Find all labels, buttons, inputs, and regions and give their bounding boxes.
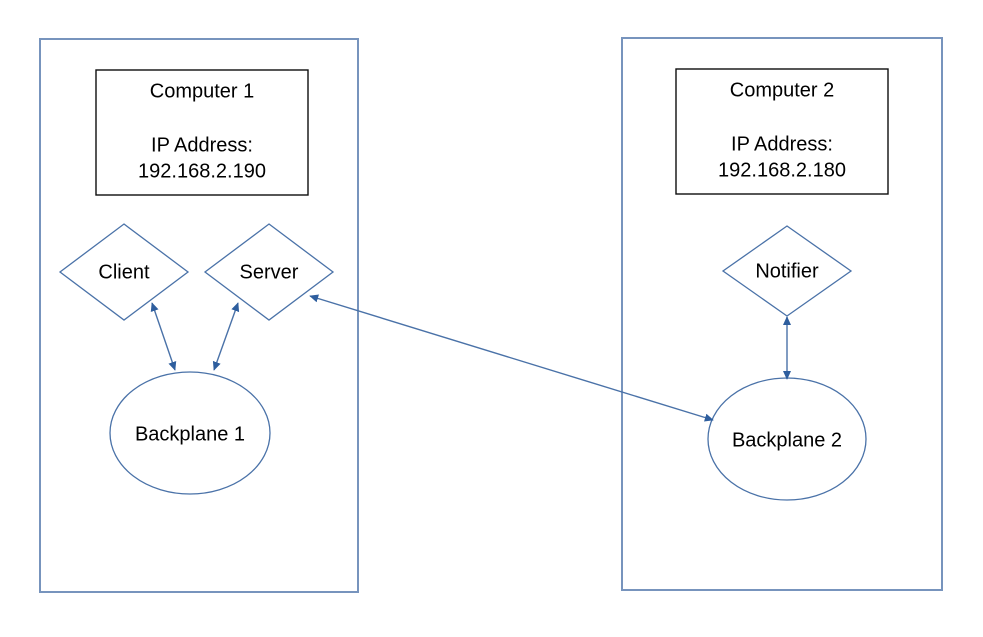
- computer-2-ip-label: IP Address:: [731, 133, 833, 155]
- connector-server-backplane1[interactable]: [212, 302, 240, 371]
- notifier-node-label: Notifier: [755, 260, 819, 282]
- computer-1-title: Computer 1: [150, 80, 255, 102]
- connector-server-backplane2[interactable]: [309, 294, 714, 422]
- computer-1-ip-value: 192.168.2.190: [138, 160, 266, 182]
- client-node-label: Client: [98, 261, 150, 283]
- client-diamond-shape: [58, 223, 190, 321]
- client-node[interactable]: Client: [58, 223, 190, 321]
- notifier-diamond-shape: [721, 225, 853, 317]
- connector-client-backplane1[interactable]: [150, 302, 177, 371]
- backplane-1-node-label: Backplane 1: [135, 423, 245, 445]
- computer-2-title: Computer 2: [730, 79, 835, 101]
- backplane-2-node-label: Backplane 2: [732, 429, 842, 451]
- computer-2-info-box[interactable]: Computer 2 IP Address: 192.168.2.180: [675, 68, 889, 195]
- computer-1-info-rect: [95, 69, 309, 196]
- server-diamond-shape: [203, 223, 335, 321]
- server-node[interactable]: Server: [203, 223, 335, 321]
- computer-1-ip-label: IP Address:: [151, 134, 253, 156]
- computer-1-info-box[interactable]: Computer 1 IP Address: 192.168.2.190: [95, 69, 309, 196]
- notifier-node[interactable]: Notifier: [721, 225, 853, 317]
- computer-2-info-rect: [675, 68, 889, 195]
- backplane-1-ellipse-shape: [109, 371, 271, 495]
- backplane-1-node[interactable]: Backplane 1: [109, 371, 271, 495]
- computer-2-ip-value: 192.168.2.180: [718, 159, 846, 181]
- server-node-label: Server: [240, 261, 299, 283]
- backplane-2-node[interactable]: Backplane 2: [707, 377, 867, 501]
